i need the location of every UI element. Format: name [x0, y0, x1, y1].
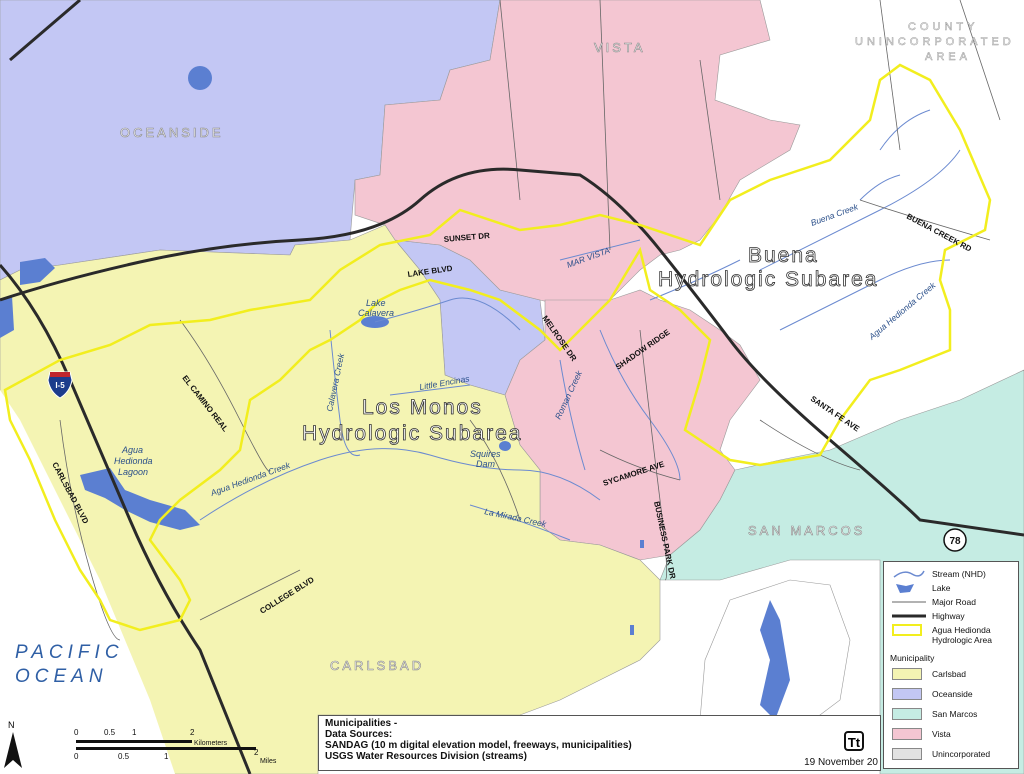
scale-km-unit: Kilometers	[194, 740, 228, 747]
lake-icon	[896, 584, 914, 593]
san-marcos-swatch	[892, 708, 922, 720]
coast-pond	[0, 296, 14, 338]
buena-vista-lagoon-lake	[20, 258, 55, 285]
legend-highway: Highway	[884, 610, 1020, 622]
legend-municipality-heading: Municipality	[890, 653, 935, 663]
scale-km-2: 2	[190, 728, 195, 737]
major-road-icon	[892, 601, 926, 603]
county-label-1: COUNTY	[908, 21, 978, 33]
legend-major-road: Major Road	[884, 596, 1020, 608]
tetra-tech-logo: Tt	[844, 731, 864, 751]
lake-calavera-label-1: Lake	[366, 298, 386, 308]
info-line-3: SANDAG (10 m digital elevation model, fr…	[325, 740, 632, 751]
pacific-label: PACIFIC	[15, 642, 124, 663]
unincorporated-swatch	[892, 748, 922, 760]
state-route-label: 78	[949, 536, 961, 547]
county-label-2: UNINCORPORATED	[855, 36, 1015, 48]
state-route-shield: 78	[943, 528, 967, 552]
buena-subarea-label-1: Buena	[748, 244, 819, 267]
ocean-label: OCEAN	[15, 666, 108, 687]
interstate-shield: I-5	[47, 371, 73, 399]
lake-calavera-label-2: Calavera	[358, 308, 394, 318]
buena-subarea-label-2: Hydrologic Subarea	[658, 268, 878, 291]
scale-mi-bar	[76, 747, 256, 750]
scale-mi-0: 0	[74, 752, 79, 761]
squires-label-1: Squires	[470, 449, 501, 459]
hydro-area-swatch	[892, 624, 922, 636]
legend: Stream (NHD) Lake Major Road Highway Agu…	[883, 561, 1019, 769]
map-date: 19 November 20	[804, 757, 878, 768]
hydrologic-area-boundary	[3, 63, 992, 632]
los-monos-subarea-label-1: Los Monos	[362, 396, 483, 419]
legend-unincorporated: Unincorporated	[884, 748, 1020, 760]
oceanside-pond-lake	[188, 66, 212, 90]
interstate-shield-label: I-5	[55, 381, 65, 390]
vista-label: VISTA	[594, 40, 646, 55]
scale-mi-1: 1	[164, 752, 169, 761]
highway-icon	[892, 614, 926, 618]
oceanside-swatch	[892, 688, 922, 700]
road-label-sunset: SUNSET DR	[443, 231, 490, 244]
scale-mi-2: 2	[254, 748, 259, 757]
legend-stream: Stream (NHD)	[884, 568, 1020, 580]
san-marcos-label: SAN MARCOS	[748, 523, 865, 538]
scale-mi-05: 0.5	[118, 752, 130, 761]
data-sources-box: Municipalities - Data Sources: SANDAG (1…	[318, 715, 881, 771]
scale-bar: 0 0.5 1 2 Kilometers 0 0.5 1 2 Miles	[60, 722, 320, 772]
scale-mi-unit: Miles	[260, 758, 277, 765]
scale-km-1: 1	[132, 728, 137, 737]
oceanside-label: OCEANSIDE	[120, 125, 224, 140]
carlsbad-label: CARLSBAD	[330, 658, 424, 673]
north-arrow: N	[2, 720, 24, 770]
info-line-4: USGS Water Resources Division (streams)	[325, 751, 527, 762]
legend-oceanside: Oceanside	[884, 688, 1020, 700]
squires-label-2: Dam	[476, 459, 496, 469]
los-monos-subarea-label-2: Hydrologic Subarea	[302, 422, 522, 445]
squires-dam-lake	[499, 441, 511, 451]
carlsbad-swatch	[892, 668, 922, 680]
north-arrow-icon	[4, 732, 22, 768]
legend-carlsbad: Carlsbad	[884, 668, 1020, 680]
legend-vista: Vista	[884, 728, 1020, 740]
lagoon-lake	[80, 468, 200, 530]
legend-lake: Lake	[884, 582, 1020, 594]
stream-icon	[893, 570, 925, 578]
legend-san-marcos: San Marcos	[884, 708, 1020, 720]
lagoon-label-3: Lagoon	[118, 467, 148, 477]
pond-small-2	[640, 540, 644, 548]
lagoon-label-1: Agua	[121, 445, 143, 455]
county-label-3: AREA	[925, 51, 971, 63]
legend-hydro-area: Agua Hedionda Hydrologic Area	[884, 624, 1020, 648]
info-line-1: Municipalities -	[325, 718, 398, 729]
scale-km-05: 0.5	[104, 728, 116, 737]
lagoon-label-2: Hedionda	[114, 456, 153, 466]
vista-swatch	[892, 728, 922, 740]
pond-small-1	[630, 625, 634, 635]
info-line-2: Data Sources:	[325, 729, 393, 740]
scale-km-bar	[76, 740, 192, 743]
north-label: N	[8, 720, 15, 730]
san-marcos-lake	[760, 600, 790, 720]
scale-km-0: 0	[74, 728, 79, 737]
